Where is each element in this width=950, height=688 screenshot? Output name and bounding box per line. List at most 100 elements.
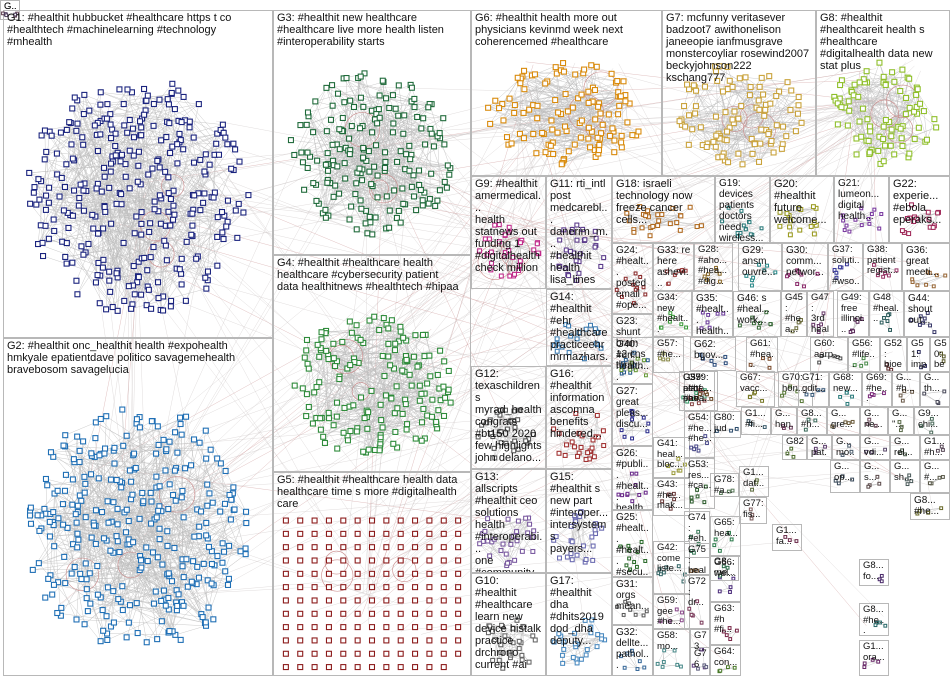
intra-group-edge [727,95,751,163]
intra-group-edge [841,80,926,142]
graph-node [107,135,115,142]
graph-node [297,557,304,564]
graph-node [151,198,158,205]
intra-group-edge [88,243,139,277]
graph-node [379,77,386,84]
graph-node [618,139,625,146]
intra-group-edge [116,203,134,267]
graph-node [162,467,169,474]
intra-group-edge [560,70,618,82]
intra-group-edge [339,76,361,150]
graph-node [569,104,576,111]
intra-group-edge [102,511,247,611]
graph-node [368,517,376,524]
graph-node [383,557,390,564]
group-panel-g6: G6: #healthit health more out physicians… [471,10,662,176]
graph-node [393,383,400,390]
graph-node [412,664,419,671]
graph-node [232,146,239,153]
intra-group-edge [333,166,338,197]
intra-group-edge [506,517,529,555]
intra-group-edge [97,274,113,308]
graph-node [126,602,134,609]
intra-group-edge [76,619,207,626]
graph-node [408,183,415,190]
graph-node [107,111,114,118]
graph-node [792,128,799,135]
graph-node [882,81,889,89]
group-graph-g10 [485,617,538,671]
graph-node [325,597,332,604]
graph-node [171,544,178,552]
graph-node [197,156,204,163]
graph-node [143,544,150,551]
graph-node [506,95,513,102]
graph-node [406,142,413,149]
intra-group-edge [742,86,751,165]
graph-node [42,475,49,483]
graph-node [560,660,566,666]
graph-node [497,412,503,418]
intra-group-edge [134,469,213,565]
graph-node [487,553,493,559]
graph-node [507,418,513,424]
graph-node [535,250,541,256]
intra-group-edge [81,455,134,501]
intra-group-edge [57,174,155,202]
graph-node [242,545,249,552]
graph-node [569,439,575,445]
graph-node [106,184,113,191]
graph-node [692,110,699,117]
intra-group-edge [182,120,186,150]
intra-group-edge [95,137,194,217]
graph-node [361,70,368,77]
graph-node [386,207,393,214]
intra-group-edge [577,330,597,340]
graph-node [118,191,125,198]
intra-group-edge [76,522,148,562]
graph-node [397,584,404,591]
graph-node [69,476,76,483]
graph-node [325,517,332,524]
intra-group-edge [72,132,224,159]
graph-node [219,121,226,128]
graph-node [163,257,170,264]
intra-group-edge [502,626,530,663]
graph-node [722,109,729,116]
graph-node [383,597,390,604]
graph-node [150,100,157,108]
graph-node [219,540,226,547]
graph-node [324,150,331,157]
graph-node [313,383,320,391]
graph-node [629,132,636,139]
graph-node [282,530,289,537]
graph-node [180,146,187,153]
graph-node [202,619,209,626]
graph-node [240,209,247,216]
graph-node [521,624,527,630]
intra-group-edge [570,512,581,554]
graph-node [859,105,866,112]
graph-node [757,140,764,147]
graph-node [138,220,145,227]
graph-node [393,214,400,221]
graph-node [97,638,104,645]
graph-node [773,122,780,129]
graph-node [26,512,34,519]
graph-node [60,207,67,214]
intra-group-edge [122,492,151,587]
group-label: G11: rti_intl post medcarebl... danerim_… [550,178,609,288]
intra-group-edge [128,539,147,643]
graph-node [103,115,110,122]
graph-node [368,181,375,188]
intra-group-edge [332,108,396,161]
graph-node [97,415,104,423]
graph-node [228,496,235,503]
intra-group-edge [108,187,118,311]
intra-group-edge [100,574,168,642]
intra-group-edge [482,533,518,541]
intra-group-edge [196,258,218,266]
graph-node [426,637,433,644]
graph-node [68,141,75,148]
graph-node [150,243,157,251]
